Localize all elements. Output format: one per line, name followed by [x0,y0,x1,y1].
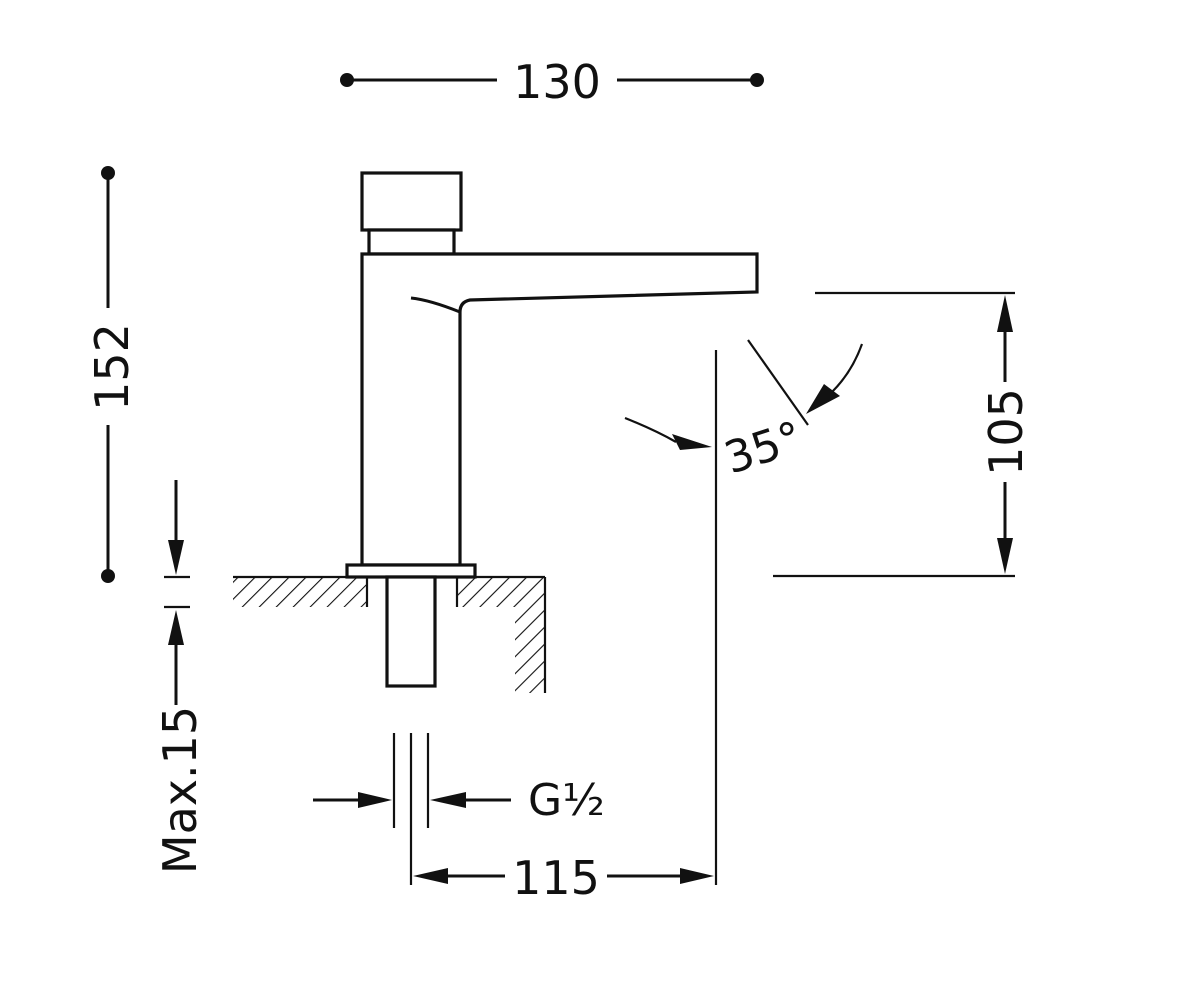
height-arrow-up [997,295,1013,332]
dimension-label-reach: 115 [512,851,600,905]
faucet-body [345,171,759,688]
countertop [233,575,547,693]
arrow-up [168,610,184,645]
dimension-label-thread: G½ [528,775,605,826]
dimension-label-max-thickness: Max.15 [153,706,207,874]
button-collar [367,228,456,256]
reach-arrow-left [413,868,448,884]
thread-arrow-left [358,792,392,808]
dimension-label-width: 130 [513,55,601,109]
angle-arrow-right [806,384,840,414]
dimension-max15: Max.15 [153,480,207,874]
angle-arc-left [624,416,677,443]
dimension-label-angle: 35° [719,412,809,485]
thread-arrow-right [430,792,466,808]
angle-arc-right [831,343,864,393]
faucet-column-and-spout [360,252,759,567]
height-arrow-down [997,538,1013,574]
dimension-label-height: 152 [85,323,139,411]
dimension-label-spout-height: 105 [979,388,1033,476]
angle-arrow-left [672,434,712,450]
dimension-105: 105 [773,291,1033,578]
countertop-hatch-right [457,577,545,693]
dimension-130: 130 [340,55,764,109]
dimension-152: 152 [85,166,139,583]
supply-shank [385,575,437,688]
arrow-down [168,540,184,575]
base-flange [345,563,477,579]
push-button-cap [360,171,463,232]
angle-ray [747,339,809,426]
dimension-115: 115 [413,350,718,905]
dimension-thread: G½ [313,733,605,885]
reach-arrow-right [680,868,714,884]
dimension-angle: 35° [624,339,864,485]
spout-joint-curve [410,296,461,314]
countertop-hatch-left [233,577,367,607]
